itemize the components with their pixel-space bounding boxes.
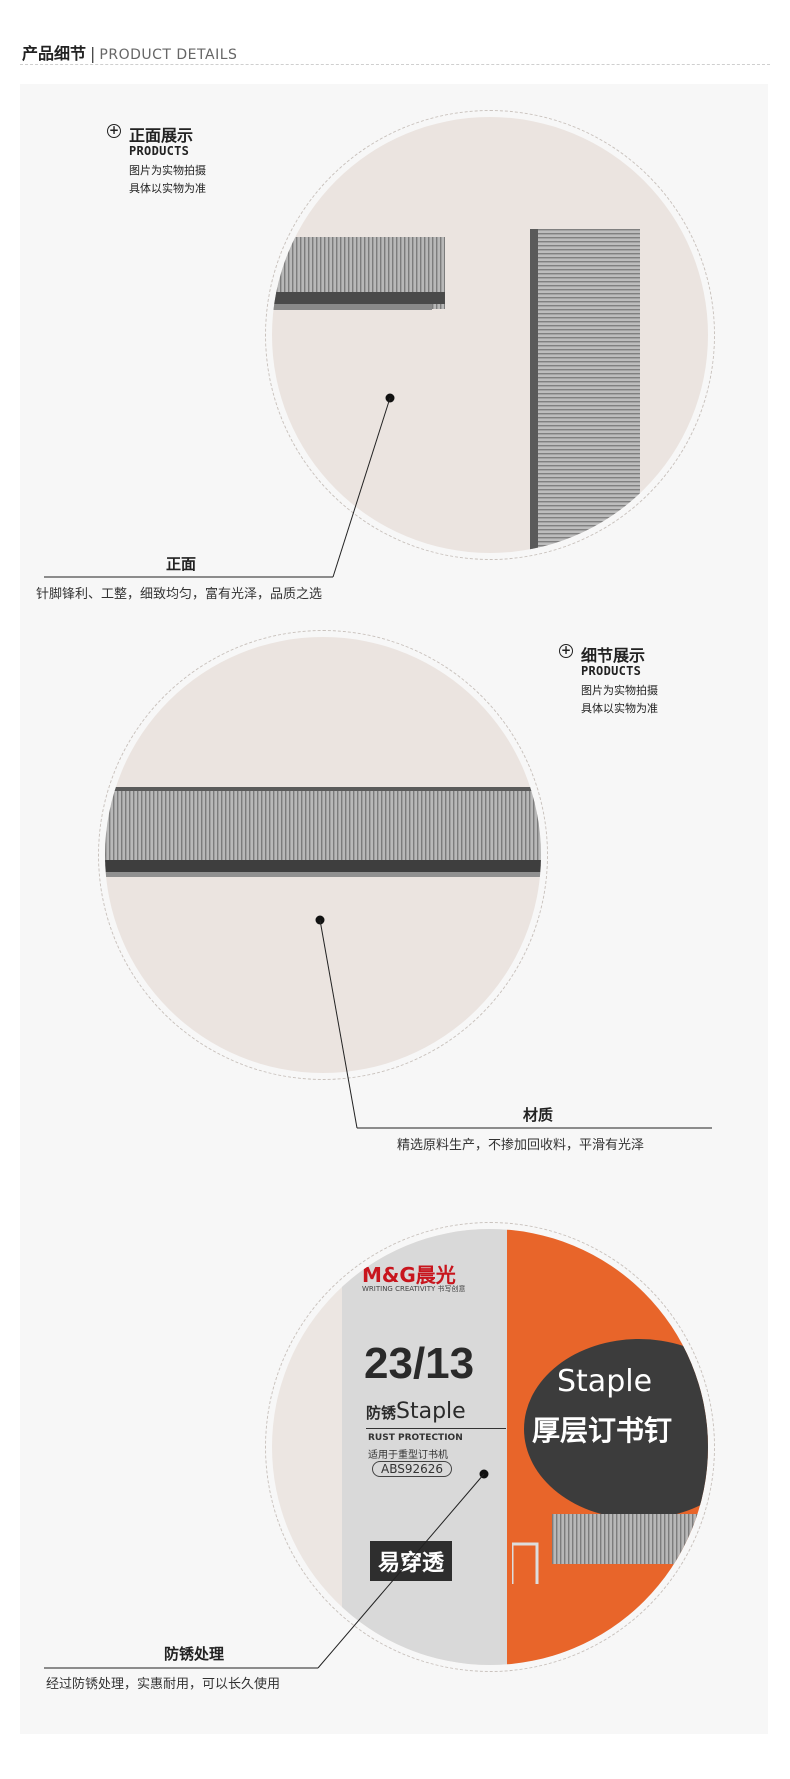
rust-photo: M&G晨光 WRITING CREATIVITY 书写创意 23/13 防锈St… xyxy=(272,1229,708,1665)
front-badge-title: 正面展示 xyxy=(129,126,194,145)
box-size: 23/13 xyxy=(364,1339,475,1388)
box-use: 适用于重型订书机 xyxy=(368,1450,448,1461)
front-badge-note1: 图片为实物拍摄 xyxy=(129,164,206,177)
detail-desc: 精选原料生产，不掺加回收料，平滑有光泽 xyxy=(397,1138,645,1153)
box-code: ABS92626 xyxy=(372,1461,453,1477)
header-title-en: PRODUCT DETAILS xyxy=(99,47,238,63)
plus-circle-icon: + xyxy=(559,643,573,658)
detail-photo xyxy=(105,637,541,1073)
box-brand-logo: M&G晨光 xyxy=(362,1263,456,1287)
box-easy-label: 易穿透 xyxy=(370,1541,453,1581)
box-tagline-cn: 书写创意 xyxy=(437,1285,466,1293)
box-rule xyxy=(366,1428,506,1429)
plus-circle-icon: + xyxy=(107,123,121,138)
section-header: 产品细节|PRODUCT DETAILS xyxy=(22,40,237,64)
front-title: 正面 xyxy=(166,555,197,573)
front-desc: 针脚锋利、工整，细致均匀，富有光泽，品质之选 xyxy=(36,587,323,602)
box-rust-en: RUST PROTECTION xyxy=(368,1433,463,1443)
box-rust-label: 防锈Staple xyxy=(366,1399,466,1424)
detail-badge-note1: 图片为实物拍摄 xyxy=(581,684,658,697)
box-tagline: WRITING CREATIVITY 书写创意 xyxy=(362,1284,465,1294)
header-title-cn: 产品细节 xyxy=(22,44,87,63)
box-rust-cn: 防锈 xyxy=(366,1404,397,1422)
box-front-face xyxy=(342,1229,507,1665)
box-staples-image xyxy=(512,1514,702,1584)
front-staples-image xyxy=(272,229,640,553)
front-photo xyxy=(272,117,708,553)
detail-staples-image xyxy=(105,787,541,877)
detail-badge-title: 细节展示 xyxy=(581,646,646,665)
box-tagline-en: WRITING CREATIVITY xyxy=(362,1285,436,1293)
box-staple-word: Staple xyxy=(396,1399,466,1424)
detail-badge-en: PRODUCTS xyxy=(581,664,642,678)
front-badge-en: PRODUCTS xyxy=(129,144,190,158)
rust-desc: 经过防锈处理，实惠耐用，可以长久使用 xyxy=(46,1677,281,1692)
box-side-oval xyxy=(524,1339,708,1519)
box-side-en: Staple xyxy=(557,1364,653,1399)
rust-title: 防锈处理 xyxy=(164,1645,225,1663)
header-divider xyxy=(20,64,770,65)
detail-badge-note2: 具体以实物为准 xyxy=(581,702,658,715)
detail-circle-frame xyxy=(98,630,548,1080)
detail-title: 材质 xyxy=(523,1106,554,1124)
header-separator: | xyxy=(90,44,96,63)
front-circle-frame xyxy=(265,110,715,560)
box-side-cn: 厚层订书钉 xyxy=(532,1414,673,1447)
front-badge-note2: 具体以实物为准 xyxy=(129,182,206,195)
rust-circle-frame xyxy=(265,1222,715,1672)
